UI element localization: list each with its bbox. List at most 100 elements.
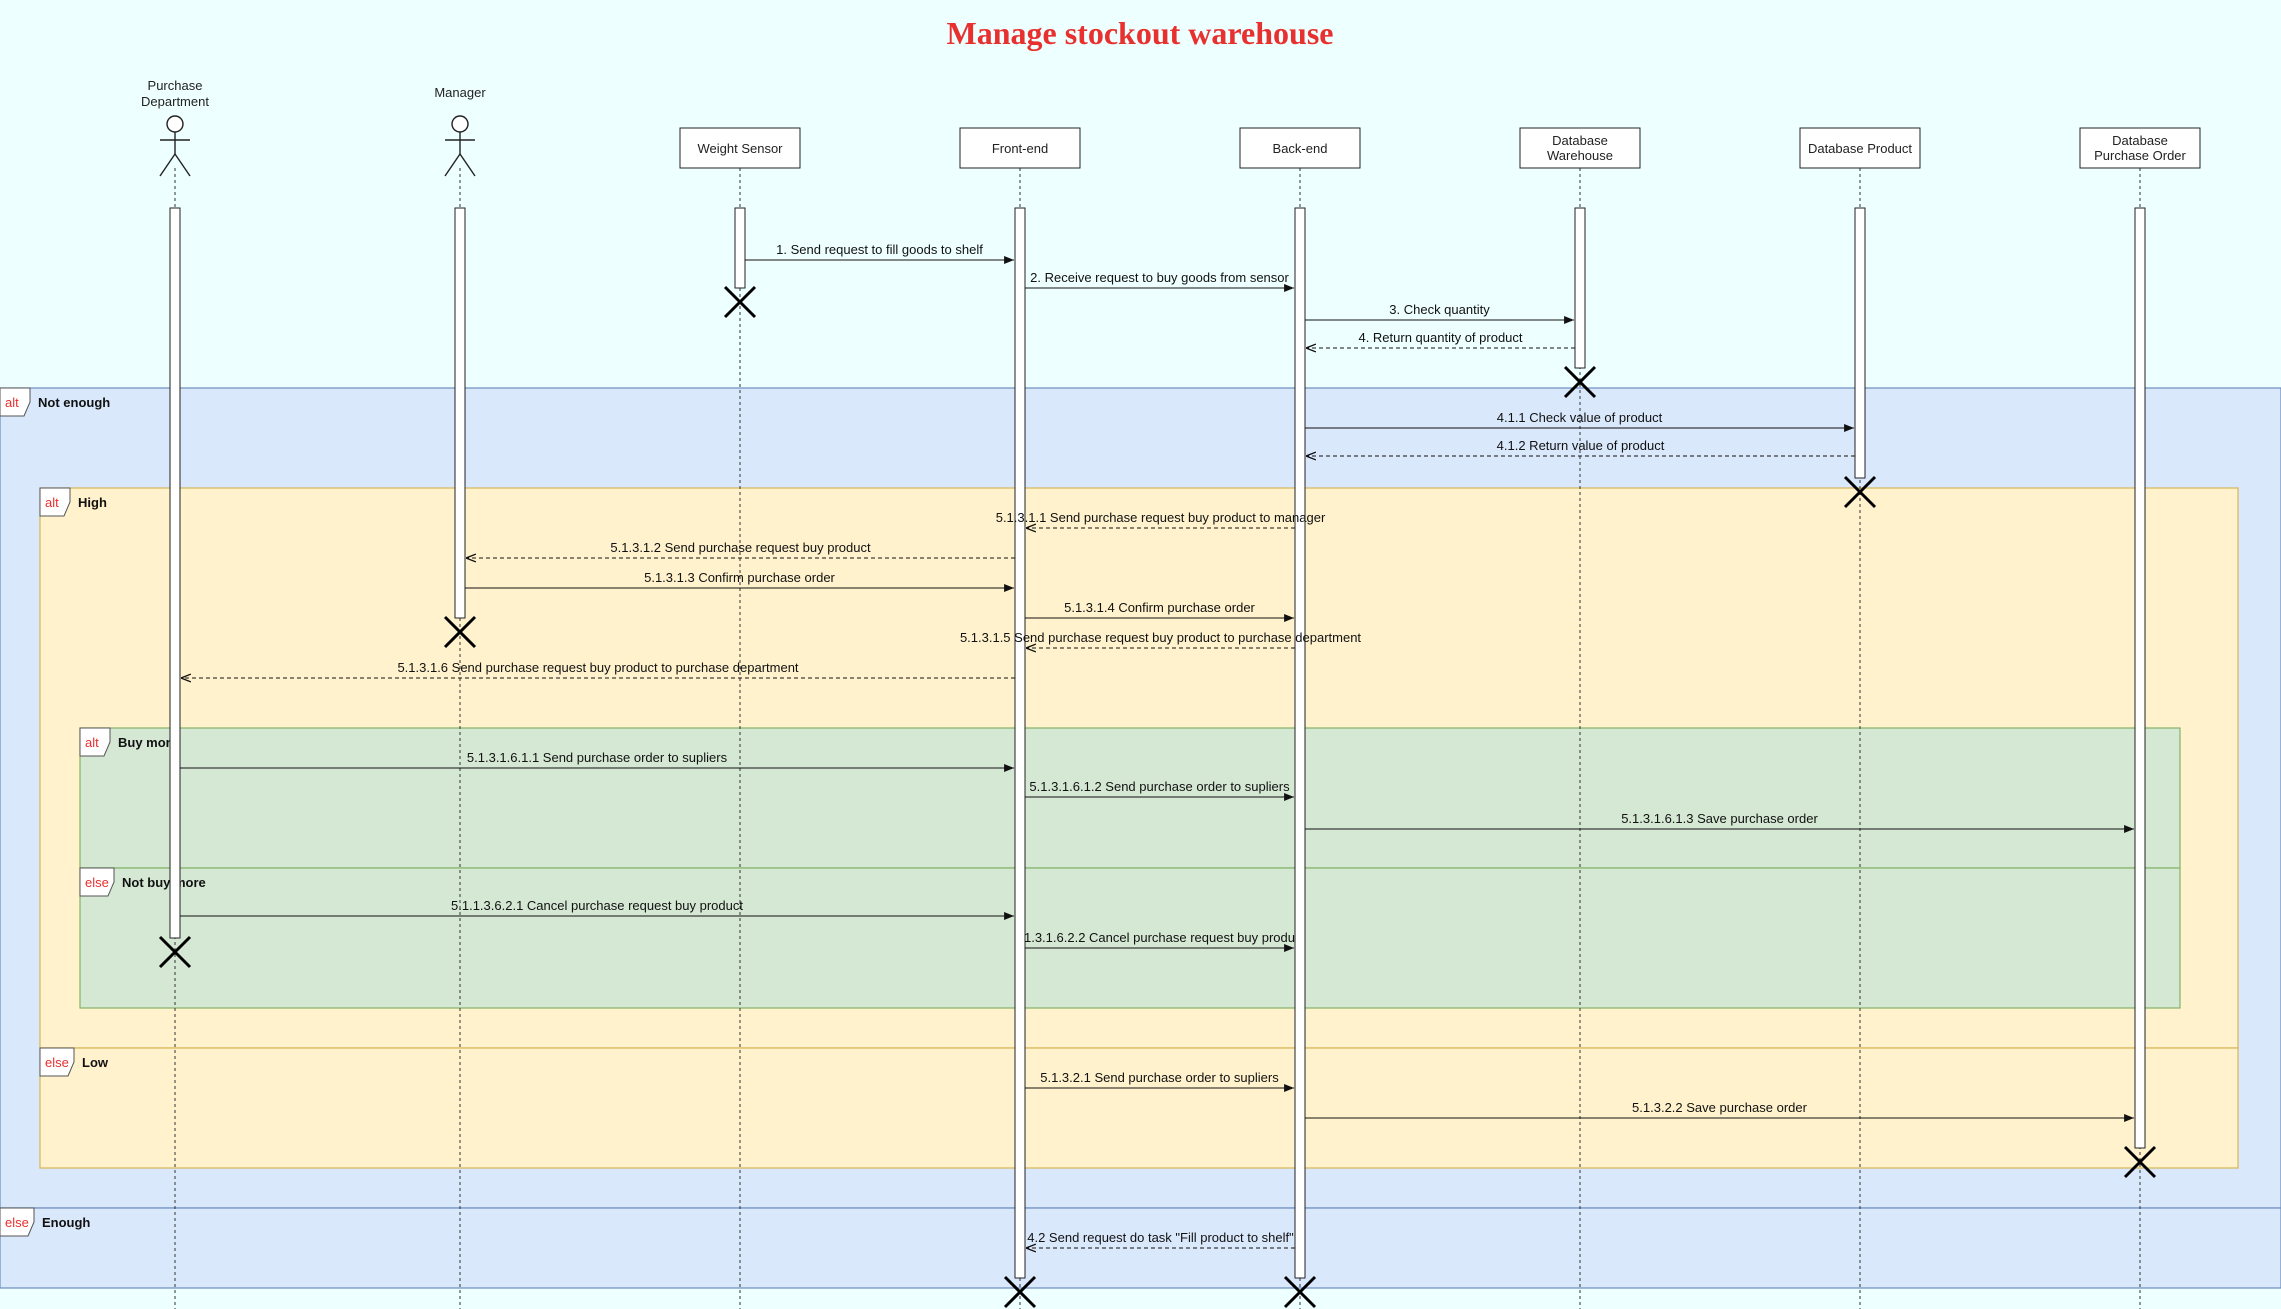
message-label: 4.1.1 Check value of product bbox=[1497, 410, 1663, 425]
activation-bar-pd bbox=[169, 207, 181, 939]
destroy-x-icon bbox=[1843, 475, 1877, 509]
participant-box bbox=[1239, 127, 1361, 169]
fragment-tag-box bbox=[39, 487, 71, 517]
participant-box bbox=[2079, 127, 2201, 169]
message-label: 1.3.1.6.2.2 Cancel purchase request buy … bbox=[1024, 930, 1295, 945]
destroy-x-icon bbox=[158, 935, 192, 969]
destroy-x-icon bbox=[2123, 1145, 2157, 1179]
activation-bar-dbpo bbox=[2134, 207, 2146, 1149]
message-label: 5.1.3.1.6 Send purchase request buy prod… bbox=[397, 660, 798, 675]
fragment-tag-box bbox=[0, 387, 31, 417]
message: 1. Send request to fill goods to shelf bbox=[745, 242, 1014, 264]
message: 4.1.1 Check value of product bbox=[1305, 410, 1854, 432]
message-layer: 1. Send request to fill goods to shelf 2.… bbox=[180, 242, 2134, 1248]
activation-bar-ws bbox=[734, 207, 746, 289]
participant-label: Back-end bbox=[1273, 141, 1328, 156]
destroy-x-icon bbox=[1003, 1275, 1037, 1309]
fragment-guard: High bbox=[78, 495, 107, 510]
destroy-layer bbox=[158, 285, 2157, 1309]
participant-label: Weight Sensor bbox=[697, 141, 783, 156]
message: 5.1.3.1.4 Confirm purchase order bbox=[1025, 600, 1294, 622]
participant-ws: Weight Sensor bbox=[679, 127, 801, 169]
message: 5.1.3.1.6.1.1 Send purchase order to sup… bbox=[180, 750, 1014, 772]
actor-icon bbox=[444, 115, 476, 177]
fragment-operator: else bbox=[85, 875, 109, 890]
participant-box bbox=[959, 127, 1081, 169]
message: 5.1.3.1.1 Send purchase request buy prod… bbox=[996, 510, 1326, 528]
fragment-guard: Buy more bbox=[118, 735, 178, 750]
message: 5.1.3.1.6 Send purchase request buy prod… bbox=[181, 660, 1015, 678]
activation-bar-dbw bbox=[1574, 207, 1586, 369]
participant-dbp: Database Product bbox=[1799, 127, 1921, 169]
message: 5.1.3.1.6.1.3 Save purchase order bbox=[1305, 811, 2134, 833]
participant-label: Database bbox=[1552, 133, 1608, 148]
message-label: 5.1.3.1.3 Confirm purchase order bbox=[644, 570, 835, 585]
message: 5.1.3.1.5 Send purchase request buy prod… bbox=[960, 630, 1361, 648]
diagram-title: Manage stockout warehouse bbox=[947, 15, 1334, 51]
message-label: 5.1.3.1.1 Send purchase request buy prod… bbox=[996, 510, 1326, 525]
activation-bar-mgr bbox=[454, 207, 466, 619]
participant-box bbox=[679, 127, 801, 169]
participant-fe: Front-end bbox=[959, 127, 1081, 169]
message-label: 5.1.3.2.1 Send purchase order to suplier… bbox=[1040, 1070, 1279, 1085]
message-label: 5.1.3.1.5 Send purchase request buy prod… bbox=[960, 630, 1361, 645]
fragment-operator: alt bbox=[5, 395, 19, 410]
activation-bar-be bbox=[1294, 207, 1306, 1279]
fragment-guard: Low bbox=[82, 1055, 109, 1070]
message: 5.1.3.2.2 Save purchase order bbox=[1305, 1100, 2134, 1122]
destroy-x-icon bbox=[1563, 365, 1597, 399]
message: 2. Receive request to buy goods from sen… bbox=[1025, 270, 1294, 292]
activation-bar-fe bbox=[1014, 207, 1026, 1279]
message-label: 5.1.3.2.2 Save purchase order bbox=[1632, 1100, 1808, 1115]
message: 5.1.1.3.6.2.1 Cancel purchase request bu… bbox=[180, 898, 1014, 920]
message: 5.1.3.1.6.1.2 Send purchase order to sup… bbox=[1025, 779, 1294, 801]
participant-label: Front-end bbox=[992, 141, 1048, 156]
participant-label: Purchase Order bbox=[2094, 148, 2186, 163]
participant-mgr: Manager bbox=[434, 85, 486, 177]
message-label: 3. Check quantity bbox=[1389, 302, 1490, 317]
fragment-tag-box bbox=[0, 1207, 35, 1237]
fragment-guard: Enough bbox=[42, 1215, 90, 1230]
message-label: 5.1.3.1.6.1.3 Save purchase order bbox=[1621, 811, 1818, 826]
message-label: 5.1.3.1.6.1.1 Send purchase order to sup… bbox=[467, 750, 728, 765]
message-label: 4.1.2 Return value of product bbox=[1497, 438, 1665, 453]
message: 4. Return quantity of product bbox=[1306, 330, 1575, 348]
fragment-operator: alt bbox=[85, 735, 99, 750]
message-label: 4. Return quantity of product bbox=[1358, 330, 1522, 345]
message-label: 5.1.3.1.6.1.2 Send purchase order to sup… bbox=[1029, 779, 1290, 794]
participant-label: Purchase bbox=[148, 78, 203, 93]
participant-box bbox=[1799, 127, 1921, 169]
participant-label: Manager bbox=[434, 85, 486, 100]
fragment-tag-box bbox=[39, 1047, 75, 1077]
message: 1.3.1.6.2.2 Cancel purchase request buy … bbox=[1024, 930, 1295, 952]
fragment-operator: alt bbox=[45, 495, 59, 510]
message-label: 5.1.1.3.6.2.1 Cancel purchase request bu… bbox=[451, 898, 743, 913]
message-label: 2. Receive request to buy goods from sen… bbox=[1030, 270, 1289, 285]
message: 3. Check quantity bbox=[1305, 302, 1574, 324]
fragment-section bbox=[39, 1047, 2239, 1169]
fragment-tag-box bbox=[79, 867, 115, 897]
participant-label: Warehouse bbox=[1547, 148, 1613, 163]
message: 5.1.3.2.1 Send purchase order to suplier… bbox=[1025, 1070, 1294, 1092]
message: 4.2 Send request do task "Fill product t… bbox=[1026, 1230, 1295, 1248]
fragment-operator: else bbox=[45, 1055, 69, 1070]
activation-bar-dbp bbox=[1854, 207, 1866, 479]
message-label: 5.1.3.1.4 Confirm purchase order bbox=[1064, 600, 1255, 615]
participant-be: Back-end bbox=[1239, 127, 1361, 169]
message: 5.1.3.1.3 Confirm purchase order bbox=[465, 570, 1014, 592]
fragment-tag-box bbox=[79, 727, 111, 757]
activation-layer bbox=[169, 207, 2146, 1279]
destroy-x-icon bbox=[443, 615, 477, 649]
message: 4.1.2 Return value of product bbox=[1306, 438, 1855, 456]
actor-icon bbox=[159, 115, 191, 177]
message-label: 5.1.3.1.2 Send purchase request buy prod… bbox=[610, 540, 871, 555]
participant-label: Database Product bbox=[1808, 141, 1912, 156]
destroy-x-icon bbox=[723, 285, 757, 319]
